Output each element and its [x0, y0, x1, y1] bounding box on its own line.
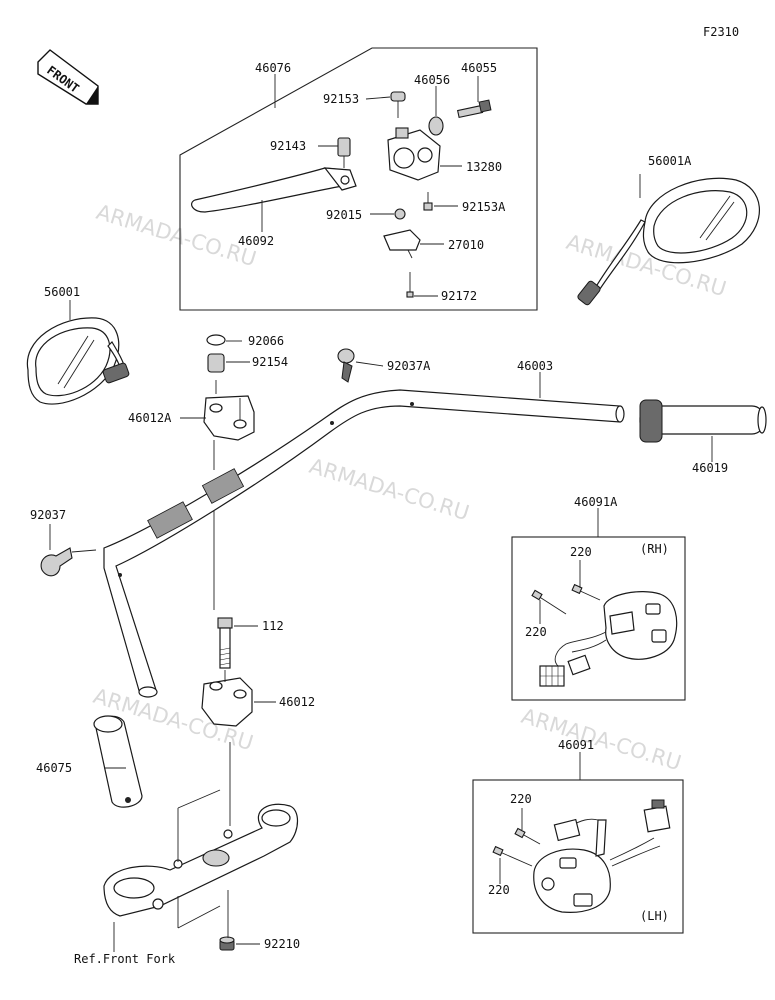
label-46012: 46012	[279, 695, 315, 709]
label-220-lh-top: 220	[510, 792, 532, 806]
label-13280: 13280	[466, 160, 502, 174]
clamp-92037A	[337, 348, 355, 383]
label-46012A: 46012A	[128, 411, 172, 425]
grip-46075	[93, 715, 143, 808]
leaders-lh	[499, 752, 581, 884]
triple-clamp	[103, 803, 299, 917]
lower-holder-46012	[201, 677, 253, 727]
label-56001A: 56001A	[648, 154, 692, 168]
label-46019: 46019	[692, 461, 728, 475]
screw-92153A	[423, 192, 433, 211]
watermark-3: ARMADA-CO.RU	[307, 454, 472, 525]
label-27010: 27010	[448, 238, 484, 252]
label-92154: 92154	[252, 355, 288, 369]
label-92143: 92143	[270, 139, 306, 153]
rh-switch	[531, 583, 678, 687]
lh-switch	[492, 799, 671, 913]
label-lh: (LH)	[640, 909, 669, 923]
watermark-4: ARMADA-CO.RU	[519, 704, 684, 775]
label-92015: 92015	[326, 208, 362, 222]
label-112: 112	[262, 619, 284, 633]
screw-92172	[406, 272, 414, 298]
label-56001: 56001	[44, 285, 80, 299]
leaders-lever-box	[261, 74, 479, 297]
label-46076: 46076	[255, 61, 291, 75]
clutch-lever	[191, 167, 357, 213]
watermark-1: ARMADA-CO.RU	[94, 200, 259, 271]
lever-assembly-box	[179, 47, 538, 311]
mirror-right	[577, 177, 760, 306]
label-46091: 46091	[558, 738, 594, 752]
handlebar	[103, 389, 625, 698]
lh-switch-box	[472, 779, 684, 934]
assembly-lines	[113, 380, 241, 952]
label-220-rh-bottom: 220	[525, 625, 547, 639]
clamp-92037	[40, 547, 97, 577]
nut-92015	[394, 208, 406, 220]
screw-92153	[390, 91, 406, 118]
upper-holder-46012A	[203, 334, 255, 441]
label-92037: 92037	[30, 508, 66, 522]
label-46003: 46003	[517, 359, 553, 373]
label-92172: 92172	[441, 289, 477, 303]
mirror-left	[26, 317, 130, 405]
leaders-general	[49, 174, 713, 945]
label-92037A: 92037A	[387, 359, 431, 373]
part-labels: 46076 92153 46056 46055 92143 13280 9201…	[30, 61, 728, 966]
ref-front-fork-note: Ref.Front Fork	[74, 952, 176, 966]
rh-switch-box	[511, 536, 686, 701]
label-92210: 92210	[264, 937, 300, 951]
label-46092: 46092	[238, 234, 274, 248]
label-92153: 92153	[323, 92, 359, 106]
label-220-rh-top: 220	[570, 545, 592, 559]
pivot-bolt	[337, 137, 351, 168]
cap-46056	[428, 116, 444, 136]
label-46091A: 46091A	[574, 495, 618, 509]
front-arrow-icon: FRONT	[37, 49, 99, 105]
bolt-46055	[456, 99, 492, 119]
figure-code: F2310	[703, 25, 739, 39]
grip-46019	[639, 399, 767, 443]
leaders-rh	[539, 508, 599, 624]
label-46075: 46075	[36, 761, 72, 775]
label-46055: 46055	[461, 61, 497, 75]
label-46056: 46056	[414, 73, 450, 87]
label-rh: (RH)	[640, 542, 669, 556]
label-92153A: 92153A	[462, 200, 506, 214]
nut-92210	[219, 936, 235, 951]
label-92066: 92066	[248, 334, 284, 348]
switch-27010	[383, 229, 421, 259]
lever-holder	[387, 127, 441, 181]
label-220-lh-bottom: 220	[488, 883, 510, 897]
bolt-112	[217, 617, 233, 669]
